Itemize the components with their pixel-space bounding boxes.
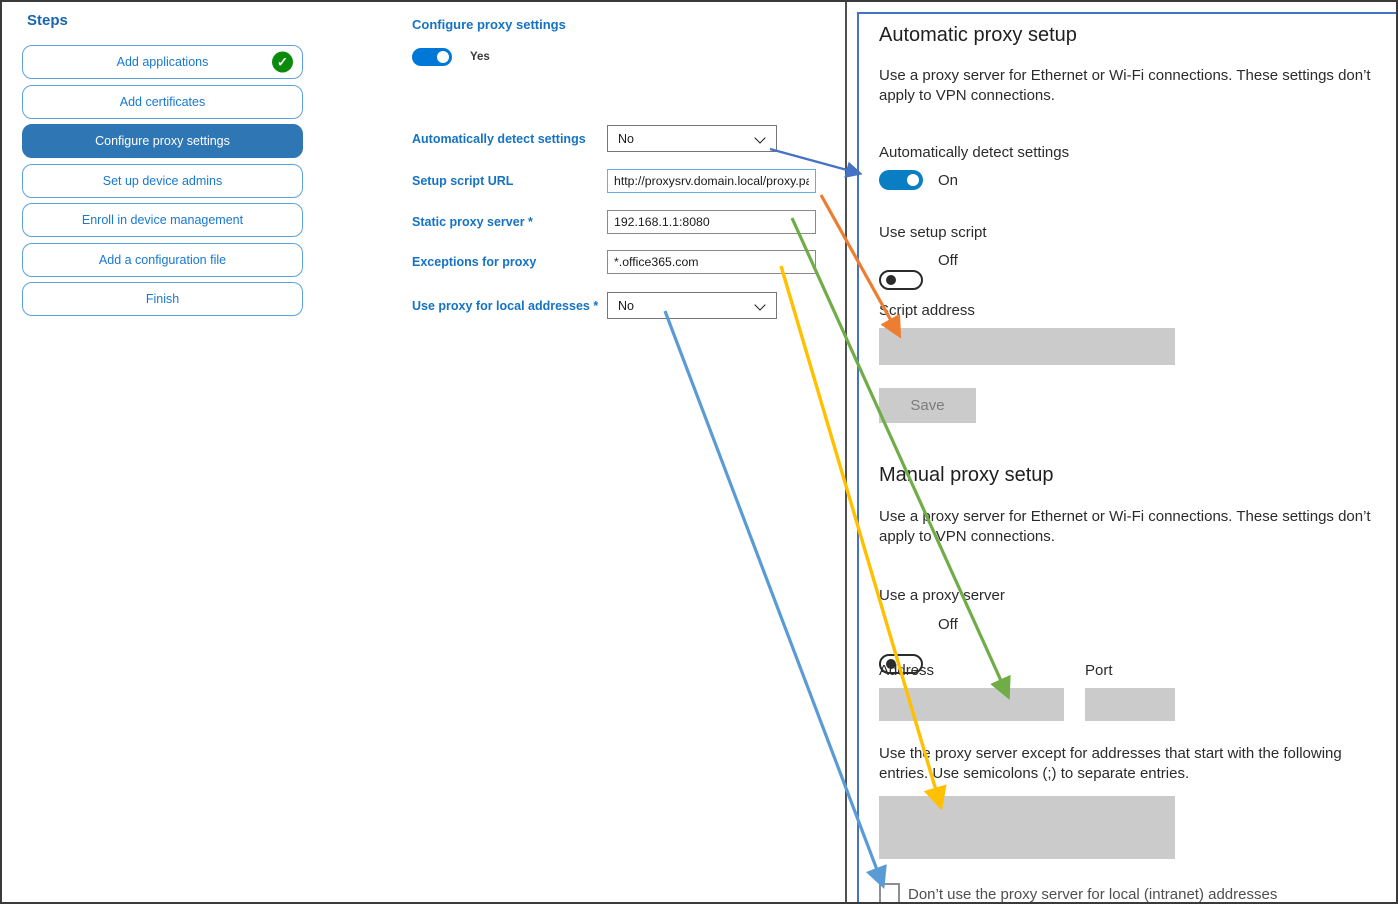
text-input-1[interactable] xyxy=(607,169,816,193)
text-input-2[interactable] xyxy=(607,210,816,234)
intranet-bypass-checkbox[interactable] xyxy=(879,883,900,902)
use-proxy-server-state: Off xyxy=(938,616,958,633)
step-label: Add a configuration file xyxy=(98,252,227,267)
toggle-knob xyxy=(886,275,896,285)
automatic-proxy-heading: Automatic proxy setup xyxy=(879,24,1077,46)
step-button-finish[interactable]: Finish xyxy=(22,282,303,316)
step-label: Add certificates xyxy=(119,94,206,109)
intranet-bypass-label: Don’t use the proxy server for local (in… xyxy=(908,886,1278,903)
step-button-set-up-device-admins[interactable]: Set up device admins xyxy=(22,163,303,198)
script-address-input[interactable] xyxy=(879,328,1175,365)
use-setup-script-toggle[interactable] xyxy=(879,270,923,290)
script-address-label: Script address xyxy=(879,302,975,319)
manual-proxy-description: Use a proxy server for Ethernet or Wi-Fi… xyxy=(879,508,1371,546)
dropdown-detect-settings[interactable]: No xyxy=(607,125,777,152)
proxy-exceptions-description: Use the proxy server except for addresse… xyxy=(879,745,1342,783)
step-label: Finish xyxy=(145,292,180,306)
address-label: Address xyxy=(879,662,935,679)
step-label: Enroll in device management xyxy=(81,213,244,227)
form-row: Use proxy for local addresses * No xyxy=(412,292,777,319)
manual-proxy-heading: Manual proxy setup xyxy=(879,464,1054,486)
dropdown-local-addresses[interactable]: No xyxy=(607,292,777,319)
form-row: Exceptions for proxy xyxy=(412,250,816,274)
field-label: Setup script URL xyxy=(412,174,514,188)
save-button[interactable]: Save xyxy=(879,388,976,423)
step-button-configure-proxy-settings[interactable]: Configure proxy settings xyxy=(22,124,303,158)
step-label: Configure proxy settings xyxy=(95,134,230,148)
local-addresses-mapping xyxy=(663,310,887,889)
chevron-down-icon xyxy=(754,132,766,144)
automatic-proxy-description: Use a proxy server for Ethernet or Wi-Fi… xyxy=(879,67,1371,105)
field-label: Use proxy for local addresses * xyxy=(412,298,599,313)
use-setup-script-state: Off xyxy=(938,252,958,269)
step-button-add-a-configuration-file[interactable]: Add a configuration file xyxy=(22,242,303,277)
step-button-enroll-in-device-management[interactable]: Enroll in device management xyxy=(22,203,303,237)
steps-heading: Steps xyxy=(27,12,68,29)
step-label: Add applications xyxy=(116,55,209,69)
text-input-3[interactable] xyxy=(607,250,816,274)
enable-proxy-toggle[interactable] xyxy=(412,48,452,66)
form-row: Automatically detect settings No xyxy=(412,125,777,152)
dropdown-value: No xyxy=(618,131,634,146)
step-label: Set up device admins xyxy=(102,173,223,188)
detect-settings-label: Automatically detect settings xyxy=(879,144,1070,161)
port-label: Port xyxy=(1085,662,1113,679)
step-button-add-certificates[interactable]: Add certificates xyxy=(22,84,303,119)
completed-check-icon: ✓ xyxy=(272,51,293,73)
enable-proxy-row: Yes xyxy=(412,48,490,66)
toggle-knob xyxy=(437,51,449,63)
use-proxy-server-label: Use a proxy server xyxy=(879,587,1005,604)
form-row: Setup script URL xyxy=(412,169,816,193)
configure-proxy-title: Configure proxy settings xyxy=(412,17,566,32)
proxy-exceptions-input[interactable] xyxy=(879,796,1175,859)
field-label: Exceptions for proxy xyxy=(412,255,537,269)
chevron-down-icon xyxy=(754,299,766,311)
detect-settings-toggle[interactable] xyxy=(879,170,923,190)
detect-settings-state: On xyxy=(938,172,959,189)
field-label: Automatically detect settings xyxy=(412,131,586,146)
address-input[interactable] xyxy=(879,688,1064,721)
pane-divider xyxy=(845,2,847,902)
dropdown-value: No xyxy=(618,298,634,313)
form-row: Static proxy server * xyxy=(412,210,816,234)
field-label: Static proxy server * xyxy=(412,215,533,229)
step-button-add-applications[interactable]: Add applications ✓ xyxy=(22,45,303,79)
enable-proxy-state: Yes xyxy=(470,51,490,63)
toggle-knob xyxy=(907,174,919,186)
use-setup-script-label: Use setup script xyxy=(879,224,987,241)
port-input[interactable] xyxy=(1085,688,1175,721)
